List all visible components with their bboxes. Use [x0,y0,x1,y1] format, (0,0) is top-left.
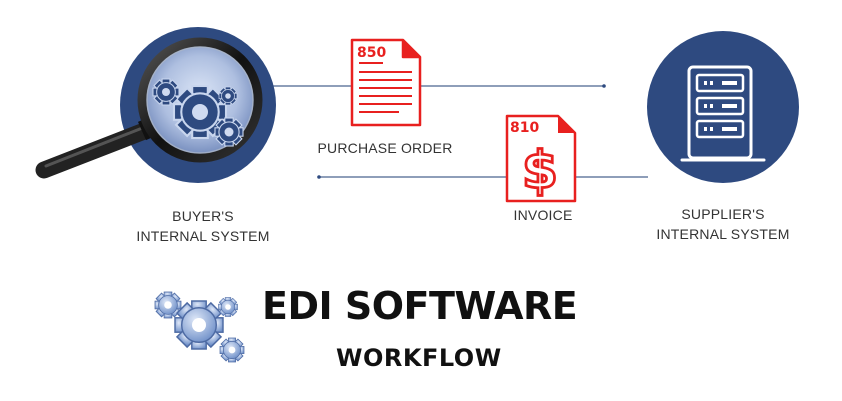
page-subtitle: WORKFLOW [336,344,502,372]
purchase-order-code: 850 [357,45,386,61]
invoice-label-text: INVOICE [513,207,573,223]
invoice-label: INVOICE [493,205,593,225]
purchase-order-document-icon: 850 [350,38,422,127]
invoice-line-end [317,175,321,179]
buyer-label-line2: INTERNAL SYSTEM [136,228,270,244]
supplier-label: SUPPLIER'S INTERNAL SYSTEM [648,204,798,244]
dollar-sign-icon: $ [522,141,558,201]
supplier-label-line2: INTERNAL SYSTEM [656,226,790,242]
magnifying-glass-gears-icon [35,27,276,183]
purchase-order-line-end [602,84,606,88]
buyer-label: BUYER'S INTERNAL SYSTEM [128,206,278,246]
page-title: EDI SOFTWARE [262,284,578,328]
purchase-order-label-text: PURCHASE ORDER [317,140,453,156]
connector-lines [272,84,648,179]
purchase-order-label: PURCHASE ORDER [300,138,470,158]
server-rack-icon [647,31,799,183]
invoice-document-icon: 810 $ [505,114,577,202]
supplier-label-line1: SUPPLIER'S [681,206,765,222]
invoice-code: 810 [510,120,539,136]
buyer-label-line1: BUYER'S [172,208,234,224]
